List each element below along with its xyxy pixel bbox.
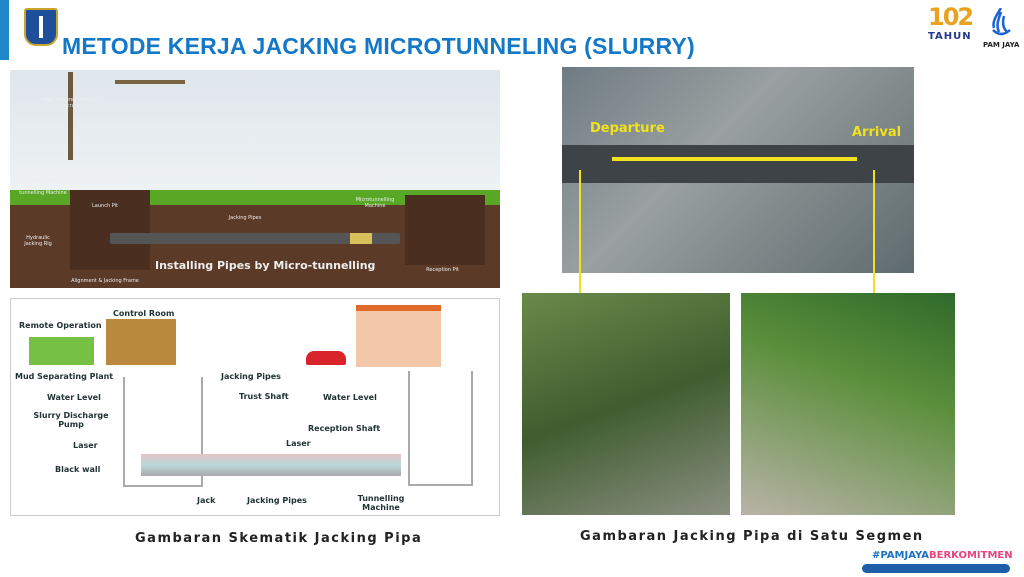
arrival-arrow [873, 170, 875, 415]
label-slurry-pump: Slurry Discharge Pump [33, 411, 109, 429]
footer-hashtag: #PAMJAYABERKOMITMEN [872, 550, 1013, 562]
caption-segment: Gambaran Jacking Pipa di Satu Segmen [580, 529, 924, 544]
label-trust-shaft: Trust Shaft [239, 392, 289, 401]
label-remote-operation: Remote Operation [19, 321, 102, 330]
social-links-bar [862, 564, 1010, 573]
arrival-shaft-photo [741, 293, 955, 515]
microtunnelling-illustration: Pipe Lowered into pit by crane Control C… [10, 70, 500, 288]
label-cabin: Control Cabin Steering Micro-tunnelling … [19, 178, 67, 196]
label-jacking-pipes: Jacking Pipes [228, 215, 262, 221]
illustration-heading: Installing Pipes by Micro-tunnelling [155, 259, 376, 272]
jacking-schematic: Remote Operation Control Room Mud Separa… [10, 298, 500, 516]
hashtag-part-a: #PAMJAYA [872, 550, 930, 561]
label-crane: Pipe Lowered into pit by crane [43, 97, 97, 109]
label-reception-pit: Reception Pit [426, 267, 459, 273]
accent-bar [0, 0, 9, 60]
departure-arrow [579, 170, 581, 300]
label-laser-1: Laser [73, 441, 98, 450]
label-machine: Microtunnelling Machine [355, 197, 395, 209]
label-water-level-1: Water Level [47, 393, 101, 402]
brand-name: PAM JAYA [983, 41, 1020, 49]
anniversary-logo: 102 [928, 3, 974, 31]
label-control-room: Control Room [113, 309, 175, 318]
label-launch-pit: Launch Pit [92, 203, 118, 209]
departure-label: Departure [590, 121, 665, 136]
label-mud-plant: Mud Separating Plant [15, 372, 114, 381]
aerial-route-photo: Departure Arrival [562, 67, 914, 273]
label-reception-shaft: Reception Shaft [308, 424, 381, 433]
pam-jaya-water-icon [992, 8, 1011, 36]
label-jacking-pipes-top: Jacking Pipes [221, 372, 281, 381]
caption-schematic: Gambaran Skematik Jacking Pipa [135, 531, 423, 546]
label-rig: Hydraulic Jacking Rig [24, 235, 52, 247]
label-jack: Jack [197, 496, 216, 505]
label-laser-2: Laser [286, 439, 311, 448]
label-tunnelling-machine: Tunnelling Machine [357, 494, 405, 512]
label-black-wall: Black wall [55, 465, 101, 474]
departure-shaft-photo [522, 293, 730, 515]
jakarta-crest-logo [24, 8, 58, 46]
anniversary-label: TAHUN [928, 31, 972, 42]
arrival-label: Arrival [852, 125, 902, 140]
label-water-level-2: Water Level [323, 393, 377, 402]
label-jacking-pipes-bottom: Jacking Pipes [247, 496, 307, 505]
label-frame: Alignment & Jacking Frame [71, 278, 139, 284]
slide-title: METODE KERJA JACKING MICROTUNNELING (SLU… [62, 33, 695, 59]
hashtag-part-b: BERKOMITMEN [929, 550, 1013, 561]
